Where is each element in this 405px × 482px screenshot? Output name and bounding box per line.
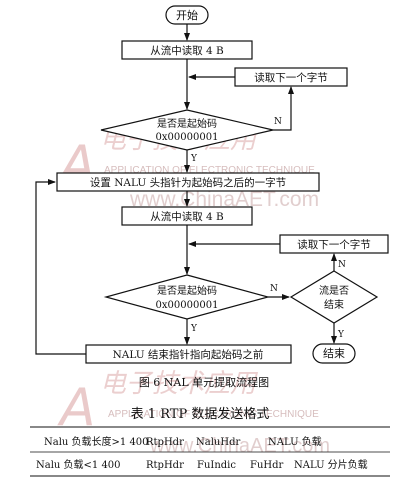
table-row: Nalu 负载<1 400 RtpHdr FuIndic FuHdr NALU … [36,458,368,471]
table-cell: Nalu 负载长度>1 400 [44,435,149,448]
watermark-logo-letter: A [57,378,96,438]
decision-3-line1: 流是否 [319,284,349,297]
decision-1-line2: 0x00000001 [156,132,219,143]
read-next-box-2: 读取下一个字节 [279,234,389,254]
read-next-label-1: 读取下一个字节 [254,71,328,84]
rtp-format-table: Nalu 负载长度>1 400 RtpHdr NaluHdr NALU 负载 N… [30,426,390,477]
watermark-english: APPLICATION OF ELECTRONIC TECHNIQUE [104,165,315,176]
table-cell: NaluHdr [196,437,240,448]
decision-2-yes-label: Y [190,324,198,334]
decision-3-no-label: N [338,260,346,270]
decision-1-line1: 是否是起始码 [157,117,217,130]
read-4b-label-2: 从流中读取 4 B [150,210,224,223]
set-end-pointer-label: NALU 结束指针指向起始码之前 [113,348,264,361]
watermark-url: www.ChinaAET.com [129,188,319,211]
table-cell: FuHdr [250,460,284,471]
table-cell: RtpHdr [146,460,184,471]
decision-3-line2: 结束 [324,298,344,311]
decision-1-no-label: N [274,117,282,127]
watermark-english: APPLICATION OF ELECTRONIC TECHNIQUE [108,409,319,420]
decision-3-yes-label: Y [337,330,345,340]
read-4b-box-1: 从流中读取 4 B [121,40,253,60]
watermark-url: www.ChinaAET.com [149,435,330,457]
decision-2-line2: 0x00000001 [156,300,219,311]
decision-2-line1: 是否是起始码 [157,284,217,297]
table-cell: NALU 负载 [268,435,322,448]
read-4b-box-2: 从流中读取 4 B [121,206,253,226]
table-cell: FuIndic [197,460,236,471]
decision-2-no-label: N [270,284,278,294]
watermark-lower: A 电子技术应用 APPLICATION OF ELECTRONIC TECHN… [57,369,330,457]
set-head-pointer-label: 设置 NALU 头指针为起始码之后的一字节 [90,176,286,189]
decision-1-yes-label: Y [190,154,198,164]
arrow-loop-back [35,179,86,355]
set-end-pointer-box: NALU 结束指针指向起始码之前 [85,344,292,364]
read-4b-label-1: 从流中读取 4 B [150,44,224,57]
end-terminal: 结束 [312,343,356,364]
arrow-decision1-no [273,86,294,131]
table-caption: 表 1 RTP 数据发送格式 [131,406,270,422]
decision-start-code-2: 是否是起始码 0x00000001 [103,274,271,320]
read-next-box-1: 读取下一个字节 [234,67,348,87]
table-cell: RtpHdr [146,437,184,448]
read-next-label-2: 读取下一个字节 [297,238,371,251]
start-terminal: 开始 [165,5,209,25]
table-cell: Nalu 负载<1 400 [36,458,121,471]
watermark-logo-text: 电子技术应用 [100,369,259,399]
start-label: 开始 [176,8,198,22]
end-label: 结束 [323,347,345,360]
decision-stream-end: 流是否 结束 [289,270,379,324]
table-cell: NALU 分片负载 [294,458,368,471]
table-row: Nalu 负载长度>1 400 RtpHdr NaluHdr NALU 负载 [44,435,322,448]
figure-caption: 图 6 NAL 单元提取流程图 [139,375,269,389]
set-head-pointer-box: 设置 NALU 头指针为起始码之后的一字节 [56,172,320,192]
